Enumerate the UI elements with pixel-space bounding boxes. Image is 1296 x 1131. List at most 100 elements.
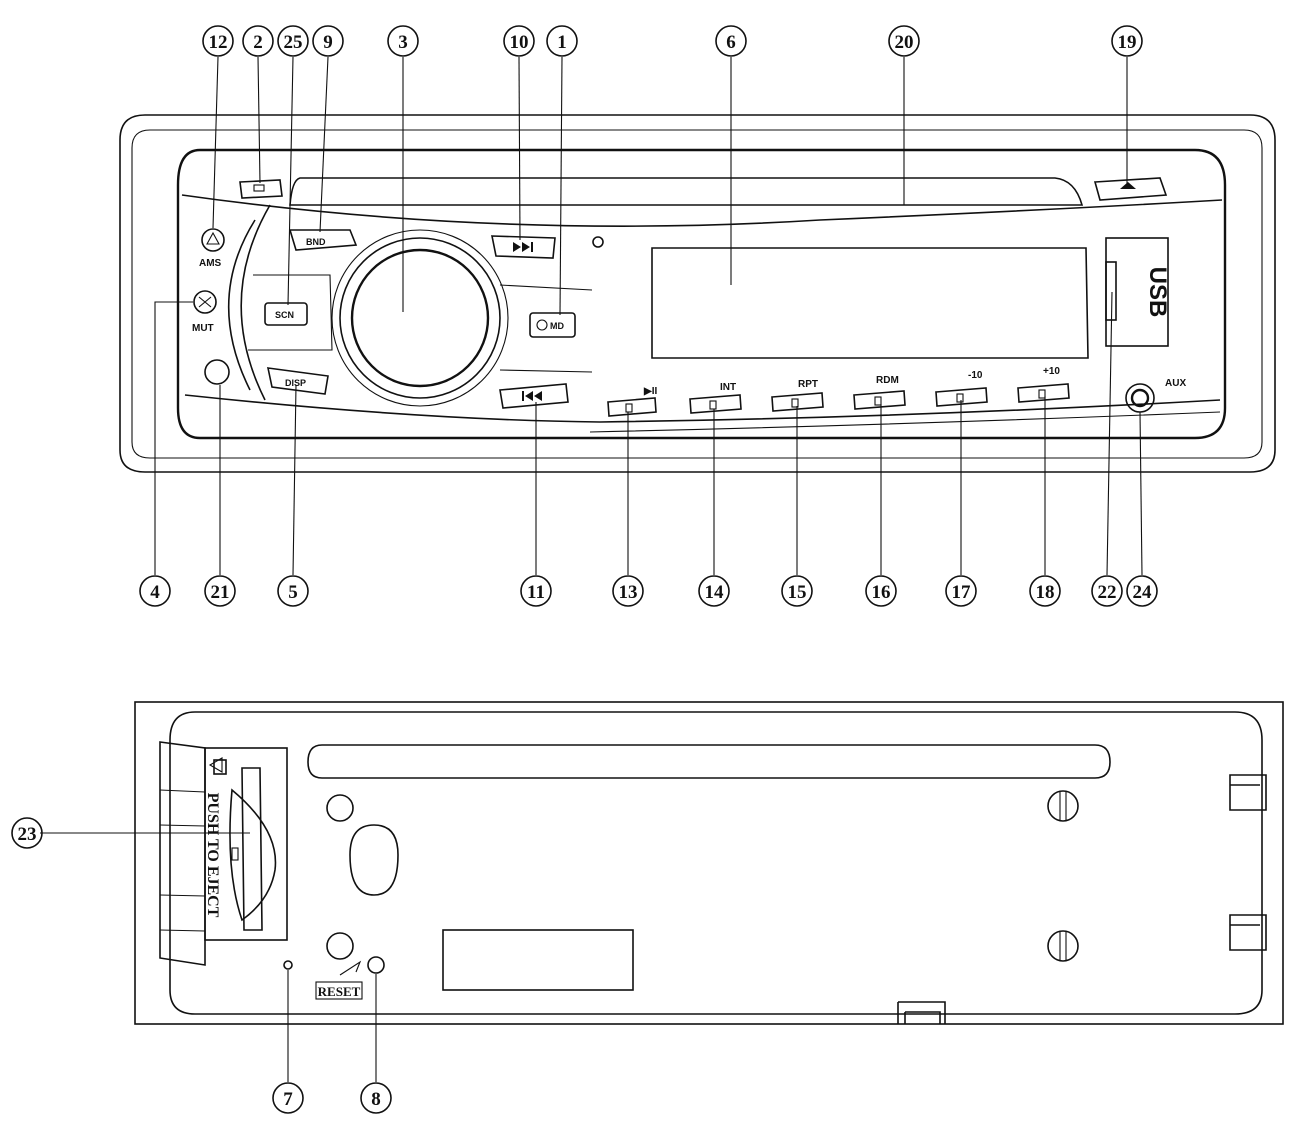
cd-slot	[289, 177, 1084, 206]
svg-text:12: 12	[209, 32, 228, 53]
preset-button-6[interactable]	[1017, 383, 1070, 403]
svg-text:24: 24	[1133, 582, 1153, 603]
sd-card-slot-frame	[213, 759, 227, 775]
release-icon	[253, 184, 265, 192]
callout-8: 8	[360, 1082, 392, 1114]
next-button[interactable]	[491, 235, 556, 259]
sd-card-slot-box	[204, 747, 288, 941]
mode-label: MD	[550, 321, 564, 331]
callout-16: 16	[865, 575, 897, 607]
preset-button-4[interactable]	[853, 390, 906, 410]
callout-25: 25	[277, 25, 309, 57]
preset-buttons: ▶II INT RPT RDM -10 +10	[607, 366, 1070, 417]
sd-card-eject-icon	[208, 757, 223, 773]
svg-text:13: 13	[619, 582, 638, 603]
svg-text:8: 8	[371, 1089, 381, 1110]
next-track-icon-bar	[531, 242, 533, 252]
front-top-callouts: 12 2 25 9 3 10 1 6 20 19	[202, 25, 1143, 57]
callout-13: 13	[612, 575, 644, 607]
volume-knob[interactable]	[350, 248, 490, 388]
preset-button-3[interactable]	[771, 392, 824, 412]
callout-5: 5	[277, 575, 309, 607]
scn-button[interactable]	[264, 302, 308, 326]
svg-text:2: 2	[253, 32, 263, 53]
prev-track-icon-bar	[522, 391, 524, 401]
disp-label: DISP	[285, 378, 306, 388]
svg-text:11: 11	[527, 582, 545, 603]
ams-label: AMS	[199, 258, 222, 269]
preset-button-6-notch	[1038, 389, 1046, 399]
ir-sensor	[204, 359, 230, 385]
sd-card-lever-notch	[231, 847, 239, 861]
prev-track-icon	[525, 391, 542, 401]
reset-label-box	[315, 981, 363, 1000]
svg-text:14: 14	[705, 582, 725, 603]
disp-button[interactable]	[266, 367, 329, 395]
callout-22: 22	[1091, 575, 1123, 607]
svg-text:22: 22	[1098, 582, 1117, 603]
mute-icon	[198, 296, 212, 308]
screw-hole-bottom	[326, 932, 354, 960]
sd-card-lever	[229, 788, 277, 922]
sd-card-slot[interactable]	[241, 767, 263, 931]
svg-text:6: 6	[726, 32, 736, 53]
screw-hole-top	[326, 794, 354, 822]
eject-icon	[1120, 182, 1136, 189]
front-leader-lines	[154, 56, 1143, 576]
inner-frame	[131, 129, 1263, 459]
minus10-label: -10	[968, 370, 983, 381]
reset-button[interactable]	[367, 956, 385, 974]
usb-label: USB	[1144, 267, 1171, 318]
bottom-contour	[184, 394, 1221, 423]
mode-button[interactable]	[529, 312, 576, 338]
svg-text:20: 20	[895, 32, 914, 53]
svg-text:25: 25	[284, 32, 303, 53]
volume-knob-ring-outer	[331, 229, 509, 407]
callout-7: 7	[272, 1082, 304, 1114]
aux-jack-inner	[1130, 388, 1150, 408]
callout-21: 21	[204, 575, 236, 607]
svg-text:15: 15	[788, 582, 807, 603]
prev-button[interactable]	[499, 383, 569, 409]
left-arc-1	[240, 204, 271, 401]
preset-button-2[interactable]	[689, 394, 742, 414]
right-tab-top	[1229, 774, 1267, 811]
right-tab-bottom	[1229, 914, 1267, 951]
callout-17: 17	[945, 575, 977, 607]
back-panel: PUSH TO EJECT RESET	[134, 701, 1284, 1025]
callout-19: 19	[1111, 25, 1143, 57]
front-bottom-callouts: 4 21 5 11 13 14 15 16 17 18 22 24	[139, 575, 1158, 607]
callout-12: 12	[202, 25, 234, 57]
scn-label: SCN	[275, 310, 294, 320]
eject-button[interactable]	[1093, 177, 1168, 201]
push-to-eject-label: PUSH TO EJECT	[204, 793, 221, 918]
mut-label: MUT	[192, 323, 214, 334]
back-callouts: 23 7 8	[11, 817, 392, 1114]
volume-knob-ring	[339, 237, 501, 399]
callout-3: 3	[387, 25, 419, 57]
ams-icon	[206, 231, 220, 245]
svg-text:3: 3	[398, 32, 408, 53]
mut-button[interactable]	[193, 290, 217, 314]
rpt-label: RPT	[798, 379, 818, 390]
back-inner-plate	[169, 711, 1263, 1015]
aux-jack[interactable]	[1125, 383, 1155, 413]
preset-button-5[interactable]	[935, 387, 988, 407]
svg-text:7: 7	[283, 1089, 293, 1110]
callout-20: 20	[888, 25, 920, 57]
preset-button-5-notch	[956, 393, 964, 403]
ams-button[interactable]	[201, 228, 225, 252]
top-contour	[181, 194, 1223, 227]
callout-18: 18	[1029, 575, 1061, 607]
left-arc-2	[227, 219, 256, 391]
bnd-label: BND	[306, 237, 326, 247]
preset-button-2-notch	[709, 400, 717, 410]
callout-4: 4	[139, 575, 171, 607]
release-button[interactable]	[239, 179, 283, 199]
next-track-icon	[513, 242, 530, 252]
svg-text:5: 5	[288, 582, 298, 603]
preset-button-1[interactable]	[607, 397, 657, 417]
bnd-button[interactable]	[288, 229, 358, 251]
